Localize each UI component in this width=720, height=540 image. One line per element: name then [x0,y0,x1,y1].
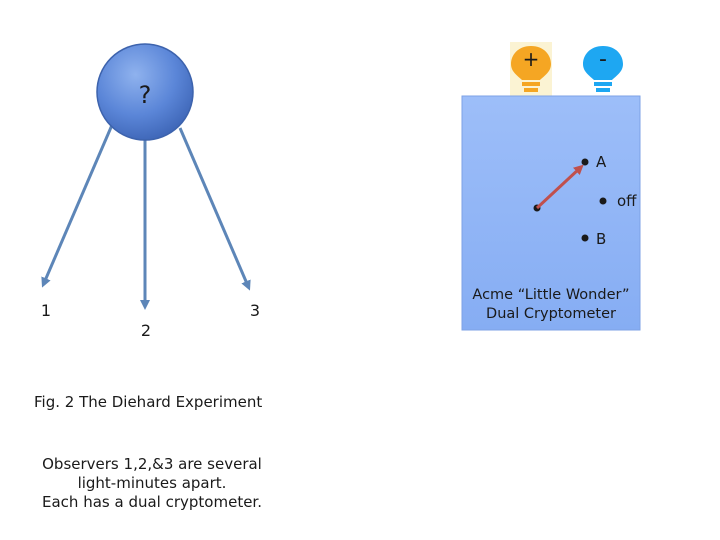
observer-2-label: 2 [141,321,151,340]
source-label: ? [139,81,152,109]
figure-note-line-3: Each has a dual cryptometer. [42,493,262,511]
source-node: ? [96,43,194,141]
switch-lever[interactable] [535,164,584,210]
switch-label-a: A [596,153,607,171]
observer-1-label: 1 [41,301,51,320]
figure-note: Observers 1,2,&3 are several light-minut… [28,455,276,512]
switch-contact-a[interactable] [581,158,589,166]
cryptometer-name-line-1: Acme “Little Wonder” [472,287,630,303]
cryptometer-name-line-2: Dual Cryptometer [486,306,616,322]
plus-lamp: + [510,42,552,96]
arrow-to-observer-1 [41,124,114,288]
minus-lamp-symbol: - [599,47,607,72]
switch-label-off: off [617,192,637,210]
cryptometer-body [461,95,641,331]
figure-title: Fig. 2 The Diehard Experiment [34,393,263,411]
lightbulb-icon [511,46,551,80]
figure-note-line-2: light-minutes apart. [77,474,227,492]
signal-arrows [41,124,251,310]
arrow-to-observer-3 [178,127,251,291]
switch-label-b: B [596,230,606,248]
switch-contact-b[interactable] [581,234,589,242]
observer-3-label: 3 [250,301,260,320]
minus-lamp: - [583,46,623,92]
figure-note-line-1: Observers 1,2,&3 are several [42,455,262,473]
cryptometer-name: Acme “Little Wonder” Dual Cryptometer [462,286,640,324]
lightbulb-icon [583,46,623,80]
plus-lamp-symbol: + [523,47,540,71]
switch-contact-off[interactable] [599,197,607,205]
